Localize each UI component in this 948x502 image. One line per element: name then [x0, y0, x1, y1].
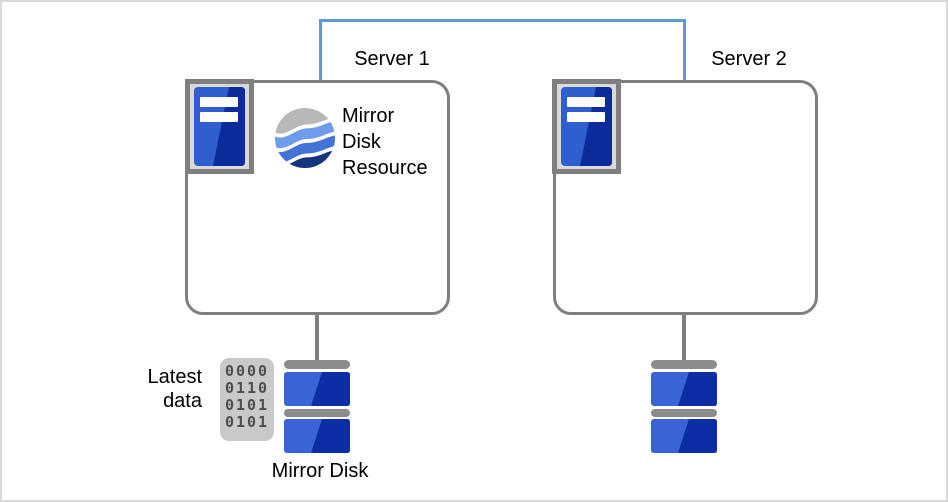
server2-server-icon: [552, 79, 621, 174]
mirror-disk-resource-icon: [274, 107, 336, 169]
binary-row: 0101: [224, 396, 270, 414]
mirror-disk-label: Mirror Disk: [271, 460, 369, 482]
server1-disk-icon: [284, 360, 350, 453]
server2-label: Server 2: [711, 48, 787, 70]
binary-row: 0000: [224, 362, 270, 380]
network-link-line: [319, 19, 686, 80]
server1-server-icon: [185, 79, 254, 174]
latest-data-label: Latest data: [147, 366, 202, 412]
binary-row: 0110: [224, 379, 270, 397]
server1-disk-connector-line: [315, 312, 319, 362]
binary-data-icon: 0000 0110 0101 0101: [220, 358, 274, 441]
binary-row: 0101: [224, 413, 270, 431]
server1-label: Server 1: [354, 48, 430, 70]
server2-disk-connector-line: [682, 312, 686, 362]
server2-disk-icon: [651, 360, 717, 453]
mirror-disk-resource-label: Mirror Disk Resource: [342, 105, 428, 179]
